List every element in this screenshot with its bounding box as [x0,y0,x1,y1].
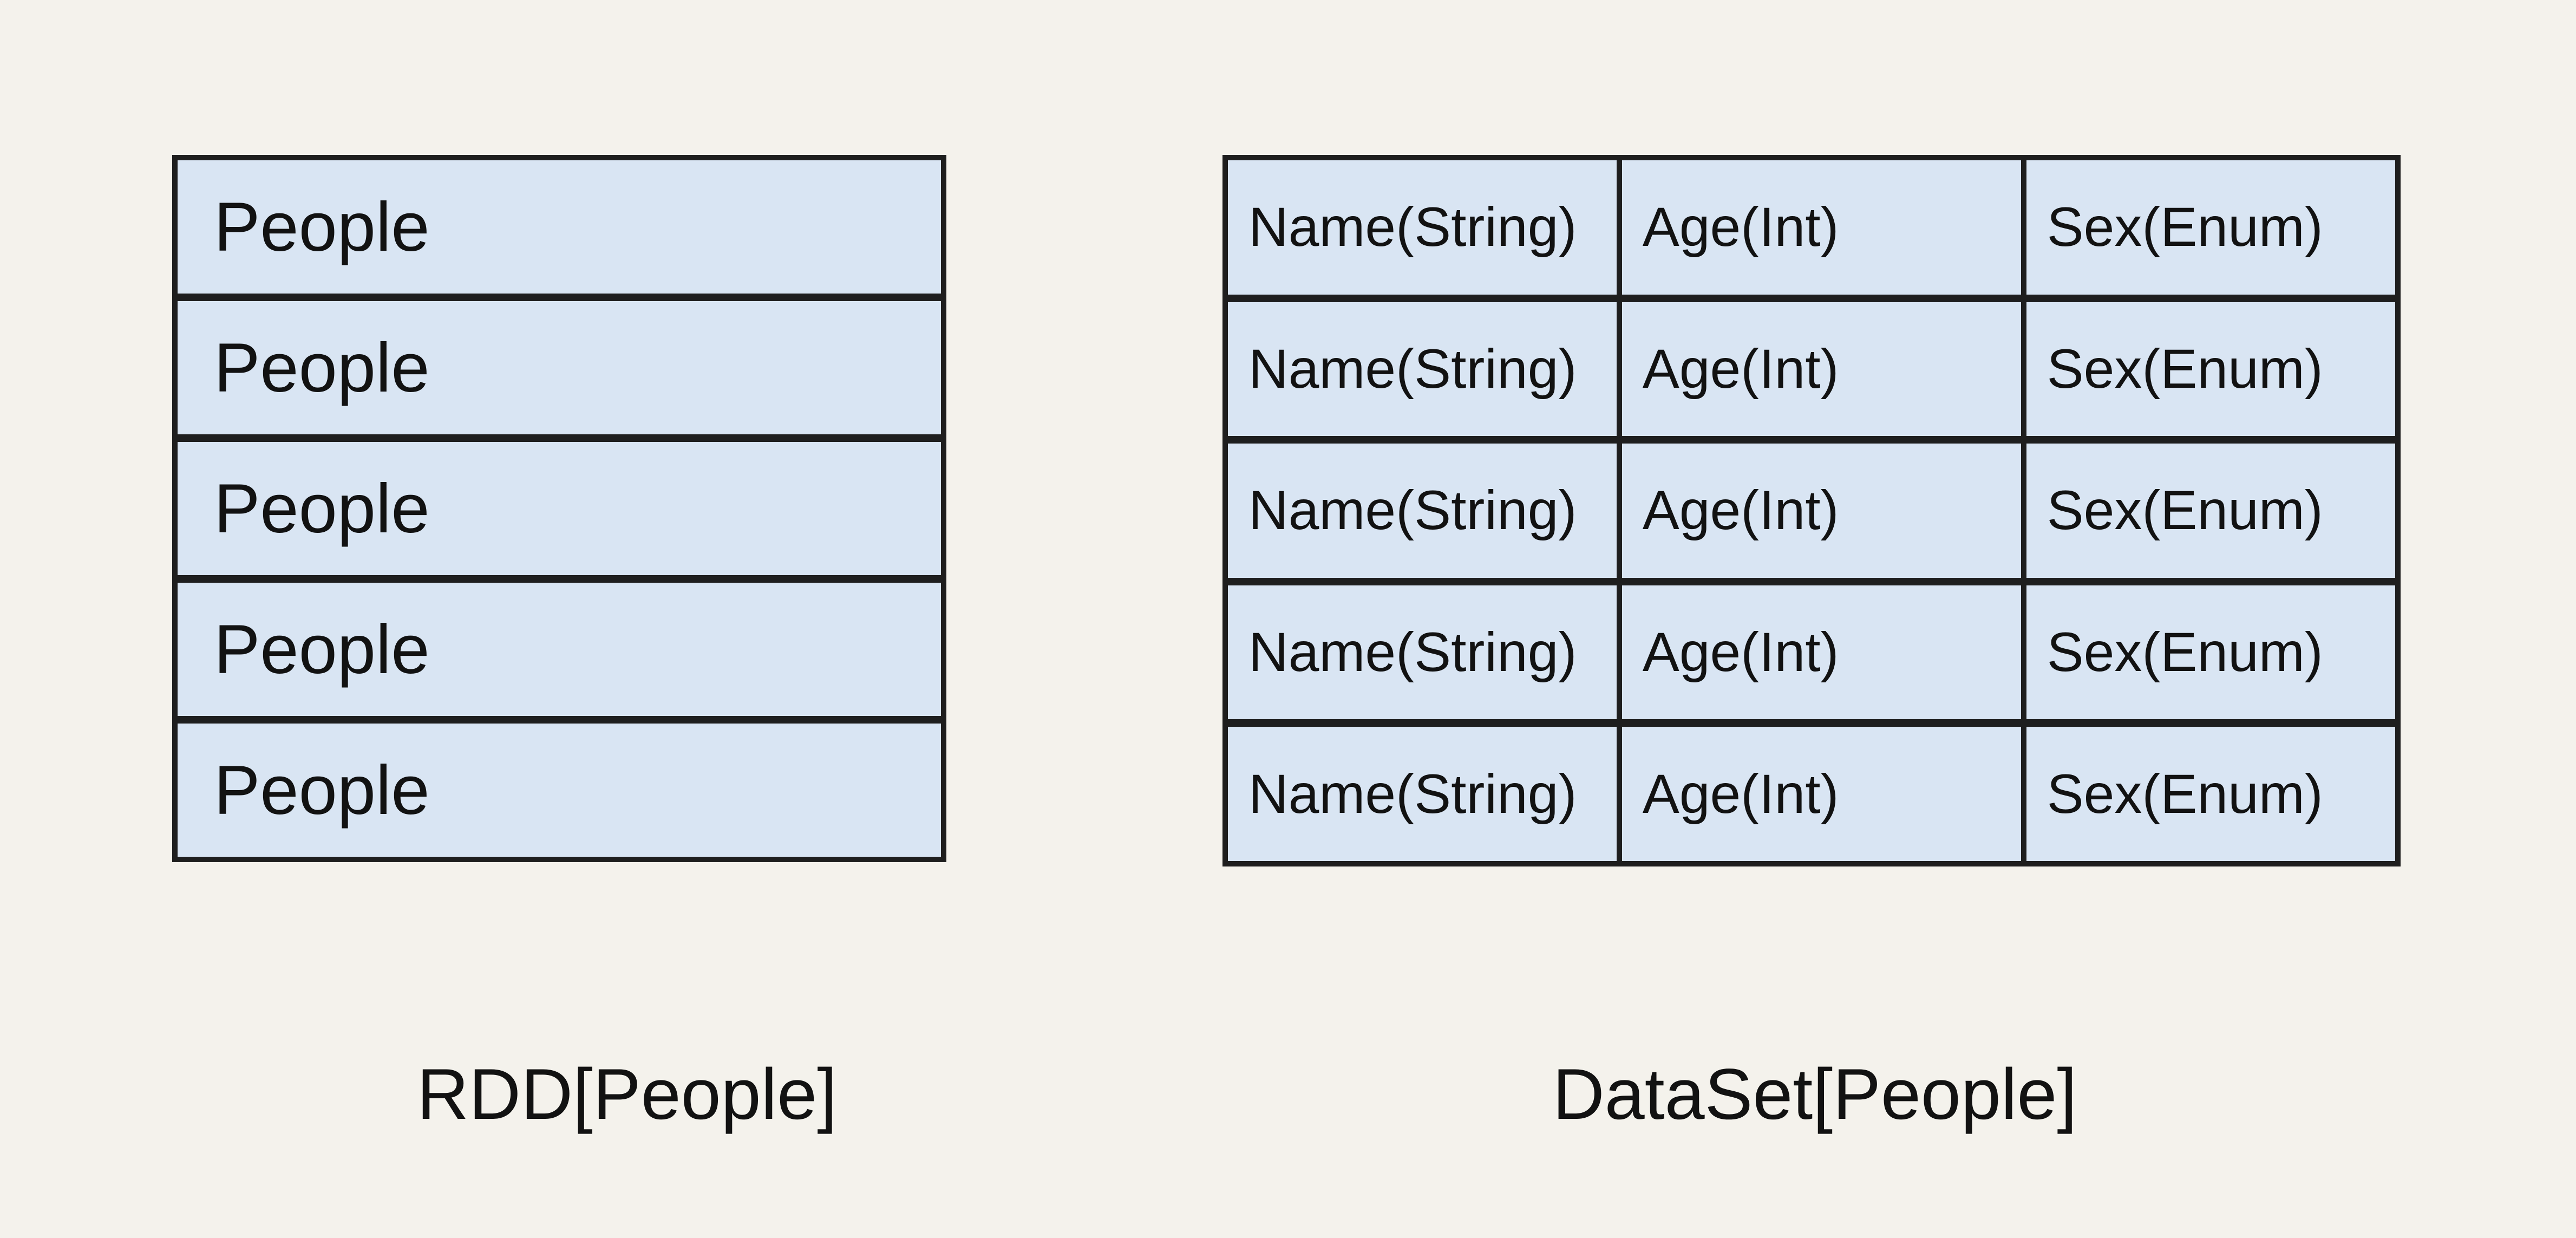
dataset-cell: Age(Int) [1622,585,2021,720]
dataset-cell: Name(String) [1228,585,1617,720]
dataset-cell-label: Name(String) [1248,196,1577,258]
rdd-box: People People People People People [172,155,946,862]
dataset-cell-label: Name(String) [1248,621,1577,683]
dataset-cell-label: Name(String) [1248,479,1577,542]
dataset-cell: Age(Int) [1622,160,2021,295]
dataset-cell-label: Sex(Enum) [2047,763,2323,825]
dataset-cell-label: Name(String) [1248,337,1577,400]
dataset-cell: Sex(Enum) [2026,160,2395,295]
dataset-cell-label: Age(Int) [1642,337,1839,400]
dataset-cell: Sex(Enum) [2026,727,2395,861]
rdd-row-label: People [214,470,430,548]
dataset-cell-label: Sex(Enum) [2047,337,2323,400]
rdd-row-label: People [214,610,430,688]
dataset-cell-label: Sex(Enum) [2047,621,2323,683]
dataset-cell: Age(Int) [1622,727,2021,861]
dataset-cell: Name(String) [1228,727,1617,861]
dataset-cell-label: Age(Int) [1642,621,1839,683]
dataset-cell-label: Age(Int) [1642,479,1839,542]
dataset-table: Name(String) Age(Int) Sex(Enum) Name(Str… [1222,155,2401,866]
rdd-row: People [178,442,941,575]
rdd-row: People [178,583,941,716]
rdd-row-label: People [214,751,430,829]
rdd-row: People [178,301,941,434]
dataset-cell: Sex(Enum) [2026,585,2395,720]
dataset-cell-label: Sex(Enum) [2047,196,2323,258]
dataset-cell-label: Name(String) [1248,763,1577,825]
rdd-caption: RDD[People] [416,1054,838,1135]
dataset-cell-label: Age(Int) [1642,196,1839,258]
rdd-row: People [178,160,941,294]
dataset-cell: Sex(Enum) [2026,444,2395,578]
dataset-cell: Name(String) [1228,160,1617,295]
dataset-cell: Age(Int) [1622,444,2021,578]
rdd-row-label: People [214,329,430,407]
dataset-cell: Sex(Enum) [2026,302,2395,436]
dataset-cell-label: Age(Int) [1642,763,1839,825]
rdd-row-label: People [214,188,430,266]
dataset-cell: Age(Int) [1622,302,2021,436]
dataset-cell: Name(String) [1228,302,1617,436]
dataset-caption: DataSet[People] [1552,1054,2077,1135]
dataset-cell-label: Sex(Enum) [2047,479,2323,542]
dataset-cell: Name(String) [1228,444,1617,578]
rdd-row: People [178,724,941,857]
